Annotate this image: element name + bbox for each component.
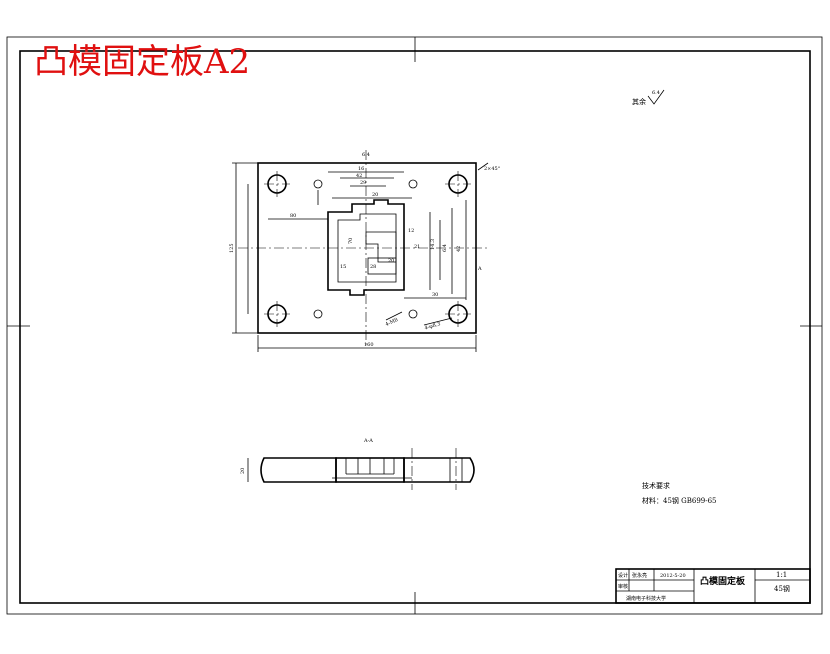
side-thickness: 20 [240,468,246,474]
threaded-holes [313,179,418,319]
outer-border [6,36,823,615]
dim-top-2: 42 [356,173,362,179]
notes-material: 材料：45钢 GB699-65 [642,496,717,505]
tb-designer: 张永亮 [632,572,647,579]
tb-role-check: 审核 [618,583,628,590]
roughness-general: 其余 6.4 [632,89,665,106]
tb-part-name: 凸模固定板 [700,575,746,587]
dim-misc-3: 70 [348,238,354,244]
dim-overall-height: 125 [229,243,235,253]
dim-misc-1: 30 [432,292,438,298]
dim-overall-width: 160 [364,342,374,348]
dim-top-4: 20 [372,192,378,198]
dim-misc-6: 15 [340,264,346,270]
tb-role-design: 设计 [618,572,628,579]
dim-misc-5: 21 [414,244,420,250]
dim-inner-0: 12 [408,228,414,234]
chamfer-note: 2×45° [484,166,501,172]
hole-callout-clear: 4-φ8.3 [424,321,441,331]
dim-inner-1: 14.3 [430,239,436,250]
section-mark: A [477,266,482,272]
dim-top-0: 6.4 [362,152,370,158]
section-label: A-A [363,438,373,444]
tb-date: 2012-5-20 [660,573,686,579]
dim-top-3: 29 [360,180,366,186]
corner-holes [267,174,468,324]
dim-inner-2: 6.4 [442,244,448,252]
dimension-lines [232,162,489,352]
dim-inner-3: 42 [456,246,462,252]
tb-scale: 1:1 [776,571,787,579]
punch-cavity [327,199,405,296]
tb-school: 湖南电子科技大学 [626,595,666,602]
dim-misc-4: 28 [370,264,376,270]
notes-heading: 技术要求 [642,481,670,490]
side-view: 20 A-A [240,438,475,490]
roughness-label: 其余 [632,97,646,106]
inner-frame [19,50,811,604]
tb-material: 45钢 [774,584,790,593]
dim-misc-2: 20 [388,258,394,264]
dim-misc-0: 80 [290,213,296,219]
top-view: 160 125 6.4 16 42 29 20 80 12 14.3 6.4 4… [229,150,501,352]
dim-top-1: 16 [358,166,364,172]
centering-marks [7,37,822,614]
hole-callout-thread: 4-M8 [385,317,399,328]
roughness-value: 6.4 [652,90,660,96]
sheet-title: 凸模固定板A2 [34,42,250,82]
title-block [615,568,811,604]
